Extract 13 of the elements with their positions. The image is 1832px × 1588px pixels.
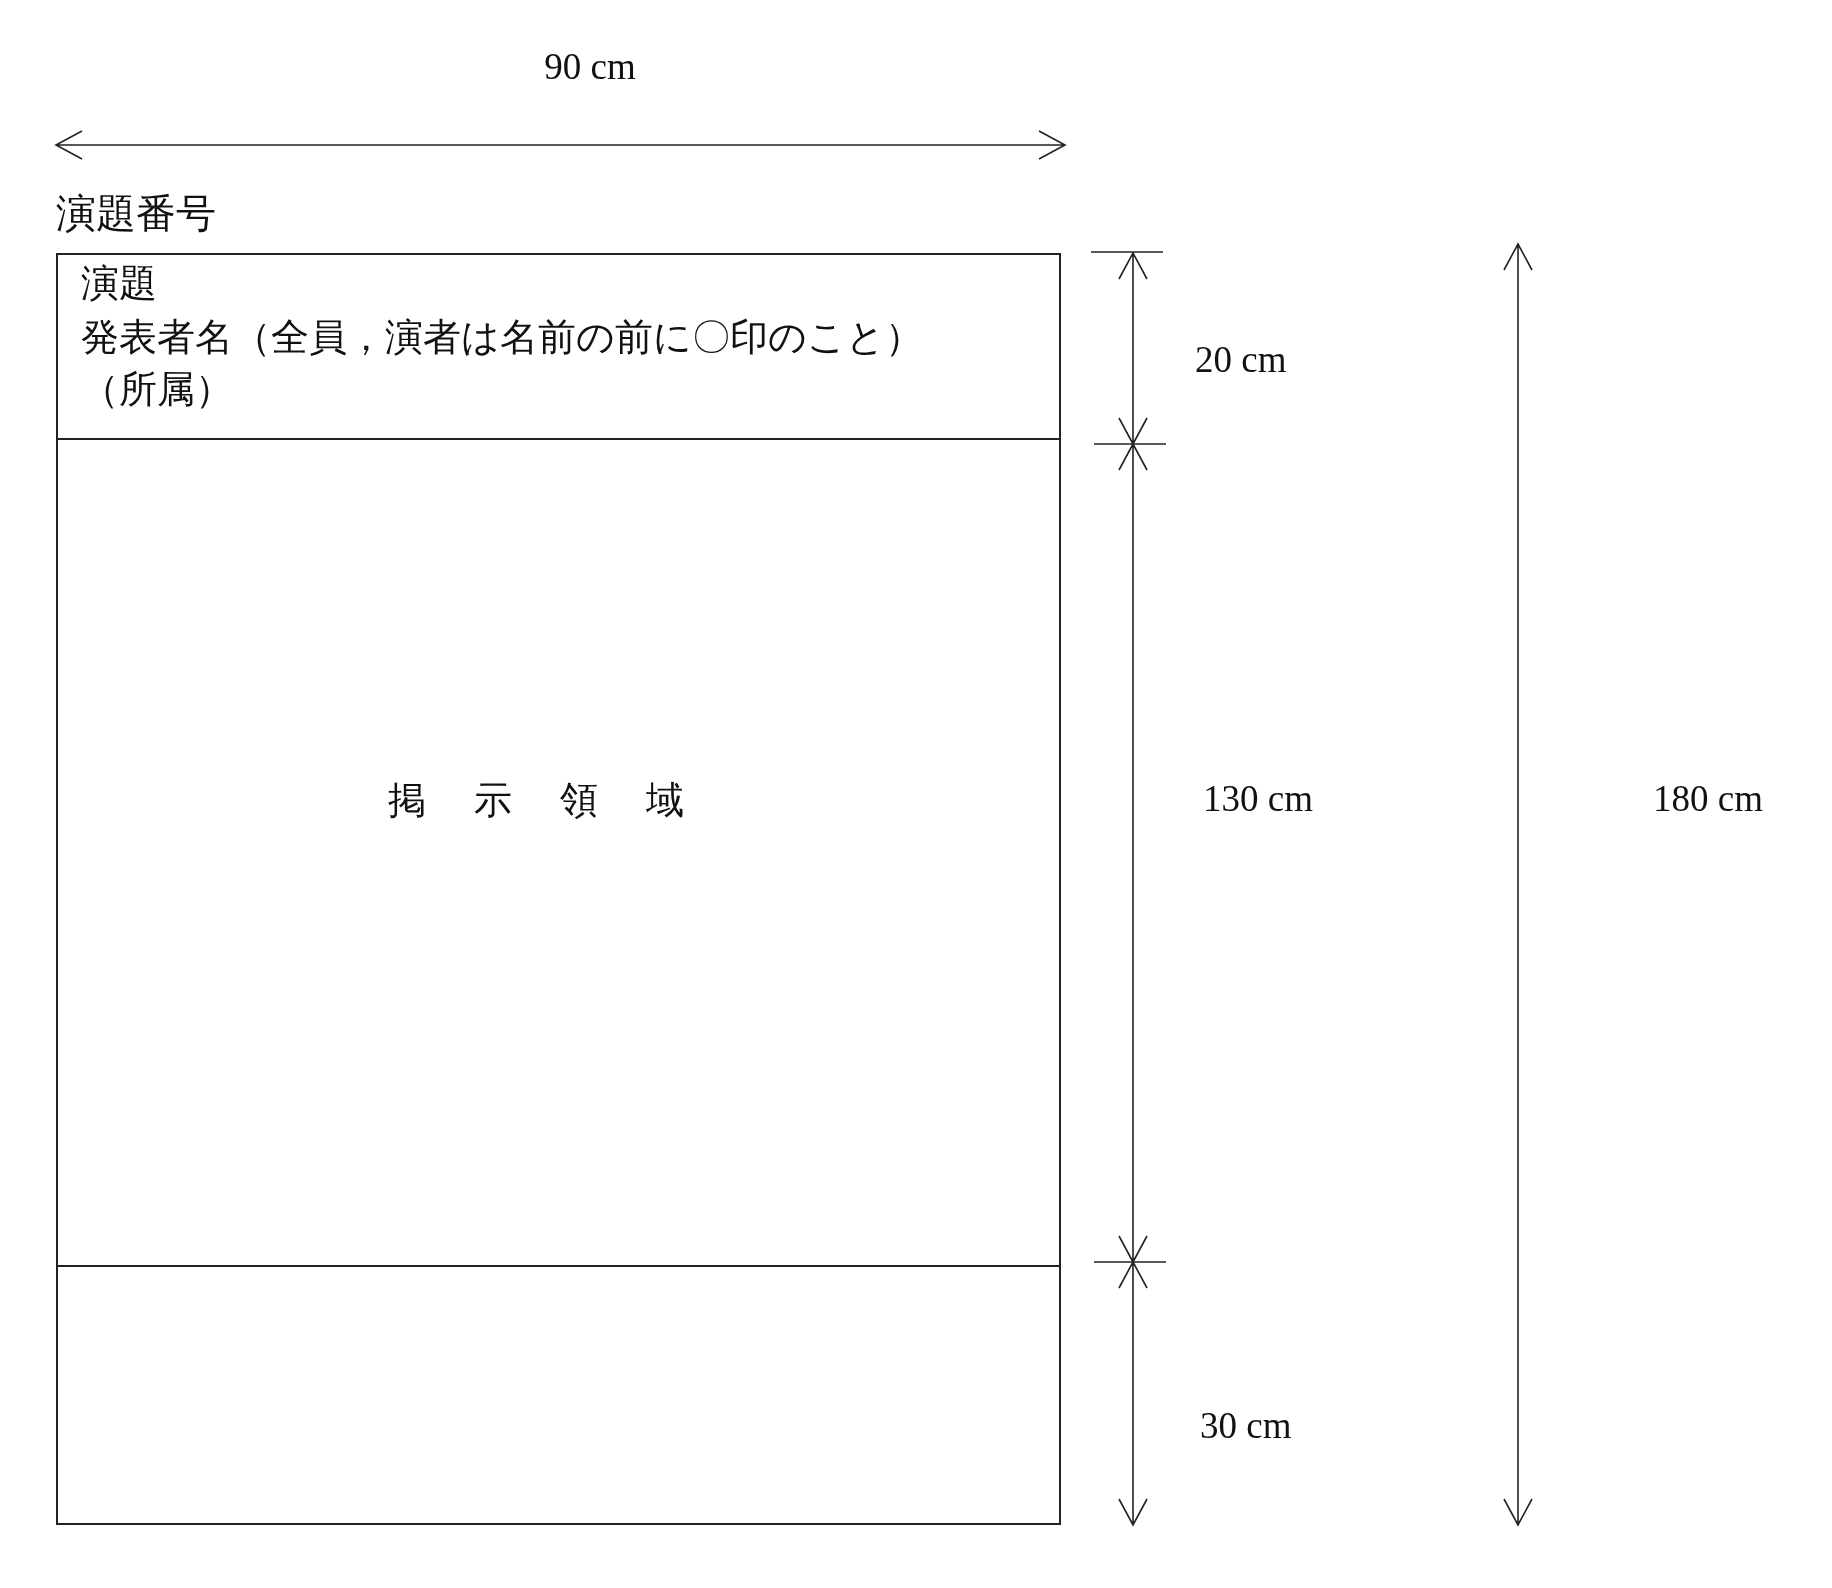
dimension-label: 130 cm bbox=[1203, 777, 1313, 821]
dimension-label: 90 cm bbox=[544, 45, 636, 89]
area-label: 掲示領域 bbox=[388, 777, 733, 822]
dimension-label: 30 cm bbox=[1200, 1404, 1292, 1448]
header-box bbox=[56, 253, 1061, 440]
dimension-label: 180 cm bbox=[1653, 777, 1763, 821]
display-area-box bbox=[56, 438, 1061, 1267]
title-text: 演題 bbox=[81, 261, 157, 305]
number-label: 演題番号 bbox=[56, 192, 216, 236]
author-text: 発表者名（全員，演者は名前の前に〇印のこと） bbox=[81, 315, 923, 359]
affiliation-text: （所属） bbox=[81, 367, 233, 411]
dimension-label: 20 cm bbox=[1195, 338, 1287, 382]
footer-box bbox=[56, 1265, 1061, 1525]
